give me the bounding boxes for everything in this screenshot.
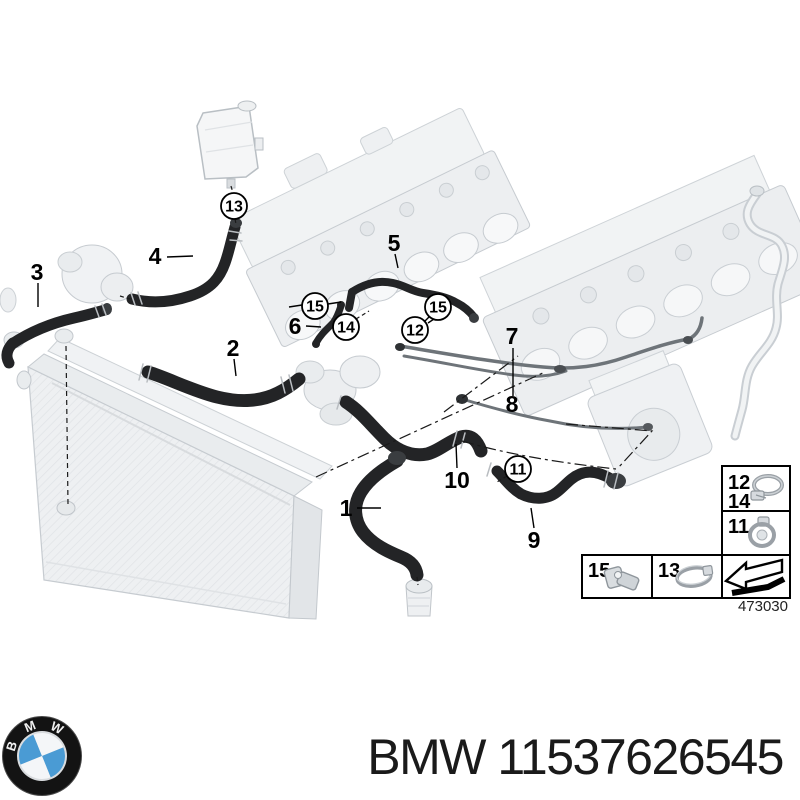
callout-7: 7 <box>506 323 519 349</box>
callout-9: 9 <box>528 527 541 553</box>
diagram-number: 473030 <box>738 598 788 615</box>
pipe-8 <box>402 354 568 378</box>
svg-text:15: 15 <box>429 300 447 317</box>
pipe-7 <box>398 316 704 370</box>
worm-drive-clamp-icon <box>750 474 784 501</box>
tank-filler-cap <box>237 100 257 112</box>
legend-label-12: 12 <box>728 472 750 494</box>
svg-text:15: 15 <box>306 299 324 316</box>
part-number-text: BMW 11537626545 <box>367 729 784 785</box>
radiator-seam <box>51 382 291 506</box>
legend-label-14: 14 <box>728 491 751 513</box>
callout-8: 8 <box>506 391 519 417</box>
hose-10 <box>339 395 488 462</box>
expansion-tank <box>196 100 264 189</box>
svg-text:B: B <box>3 739 20 753</box>
radiator-bracket <box>16 370 32 390</box>
callout-2: 2 <box>227 335 240 361</box>
band-clamp-icon <box>675 565 714 588</box>
legend-label-11: 11 <box>728 516 749 538</box>
hose-9 <box>491 465 617 504</box>
callouts: 3 4 5 6 2 7 8 10 1 9 13 15 14 12 15 <box>31 192 541 553</box>
radiator-seam-lower <box>45 561 287 605</box>
screw-clamp-icon <box>748 516 776 548</box>
callout-circle-13: 13 <box>220 192 248 220</box>
hose-1 <box>349 454 424 582</box>
callout-1: 1 <box>340 495 353 521</box>
coolant-hoses <box>1 218 704 582</box>
hose-4 <box>126 221 241 308</box>
legend-label-13: 13 <box>658 560 680 582</box>
left-fitting-ghost <box>54 328 74 344</box>
callout-circle-14: 14 <box>332 313 360 341</box>
callout-6: 6 <box>289 313 302 339</box>
hose-5 <box>348 277 478 321</box>
engine-ghost-parts <box>0 100 800 620</box>
callout-circle-12: 12 <box>401 316 429 344</box>
callout-4: 4 <box>149 243 162 269</box>
callout-circle-11: 11 <box>504 455 532 483</box>
legend-table: 12 14 11 15 13 <box>581 465 791 615</box>
direction-arrow-icon <box>723 558 786 596</box>
spring-clip-icon <box>603 566 640 591</box>
hose-2 <box>141 365 306 407</box>
svg-text:13: 13 <box>225 199 243 216</box>
tank-tab <box>254 137 264 151</box>
callout-circle-15b: 15 <box>424 293 452 321</box>
cap-fitting <box>405 578 433 617</box>
svg-text:11: 11 <box>510 462 527 479</box>
callout-10: 10 <box>444 467 470 493</box>
construction-lines <box>65 185 654 586</box>
bmw-roundel-quadrants <box>19 733 65 779</box>
radiator-side-tank <box>288 495 323 620</box>
condenser-panel <box>47 337 333 480</box>
vent-hose <box>730 185 789 441</box>
callout-5: 5 <box>388 230 401 256</box>
bmw-logo: B M W <box>2 716 82 796</box>
svg-text:M: M <box>22 717 38 735</box>
radiator-inlet-stub <box>56 500 76 516</box>
svg-text:12: 12 <box>406 323 424 340</box>
water-pump <box>57 244 134 304</box>
callout-circle-15a: 15 <box>301 292 329 320</box>
left-edge-part <box>0 287 17 313</box>
cylinder-head-right <box>479 154 800 416</box>
cylinder-head-left <box>230 108 531 347</box>
callout-3: 3 <box>31 259 44 285</box>
svg-text:14: 14 <box>337 320 355 337</box>
cooling-hoses-exploded-diagram: 3 4 5 6 2 7 8 10 1 9 13 15 14 12 15 <box>0 100 800 620</box>
